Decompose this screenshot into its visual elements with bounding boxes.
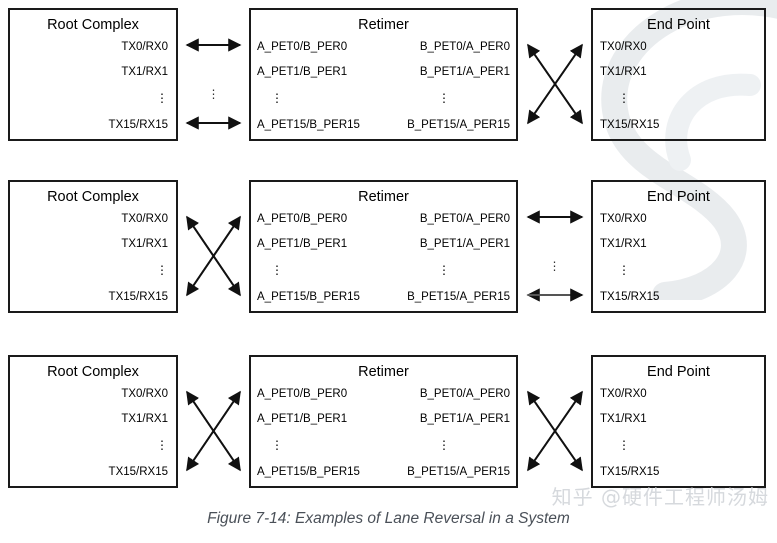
lane-label: TX1/RX1 <box>121 413 168 425</box>
end-point-title: End Point <box>647 189 710 205</box>
lane-label: TX0/RX0 <box>121 388 168 400</box>
end-point-block: End Point TX0/RX0 TX1/RX1 ⋮ TX15/RX15 <box>591 180 766 313</box>
lane-label: TX1/RX1 <box>121 66 168 78</box>
lane-ellipsis: ⋮ <box>271 263 283 277</box>
diagram-example-2: Root Complex TX0/RX0 TX1/RX1 ⋮ TX15/RX15… <box>0 180 777 314</box>
root-complex-block: Root Complex TX0/RX0 TX1/RX1 ⋮ TX15/RX15 <box>8 180 178 313</box>
root-complex-block: Root Complex TX0/RX0 TX1/RX1 ⋮ TX15/RX15 <box>8 8 178 141</box>
lane-label: TX0/RX0 <box>600 213 647 225</box>
retimer-block: Retimer A_PET0/B_PER0 A_PET1/B_PER1 ⋮ A_… <box>249 8 518 141</box>
lane-label: B_PET1/A_PER1 <box>419 238 510 250</box>
end-point-block: End Point TX0/RX0 TX1/RX1 ⋮ TX15/RX15 <box>591 355 766 488</box>
lane-label: A_PET0/B_PER0 <box>257 41 348 53</box>
lane-label: TX1/RX1 <box>600 66 647 78</box>
lane-label: TX0/RX0 <box>600 388 647 400</box>
lane-label: B_PET15/A_PER15 <box>407 466 510 478</box>
lane-label: TX0/RX0 <box>600 41 647 53</box>
lane-ellipsis: ⋮ <box>618 263 630 277</box>
lane-label: A_PET1/B_PER1 <box>257 238 348 250</box>
lane-label: A_PET1/B_PER1 <box>257 66 348 78</box>
end-point-title: End Point <box>647 17 710 33</box>
watermark-attribution: 知乎 @硬件工程师汤姆 <box>551 485 769 509</box>
lane-ellipsis: ⋮ <box>618 91 630 105</box>
lane-label: TX15/RX15 <box>600 119 660 131</box>
lane-label: TX1/RX1 <box>600 413 647 425</box>
link-ellipsis: ⋮ <box>548 259 561 273</box>
lane-label: A_PET1/B_PER1 <box>257 413 348 425</box>
lane-label: B_PET0/A_PER0 <box>419 388 510 400</box>
lane-label: TX1/RX1 <box>121 238 168 250</box>
lane-label: B_PET0/A_PER0 <box>419 213 510 225</box>
end-point-title: End Point <box>647 364 710 380</box>
lane-ellipsis: ⋮ <box>271 91 283 105</box>
lane-label: A_PET0/B_PER0 <box>257 388 348 400</box>
link-root-to-retimer-crossed <box>186 390 241 472</box>
lane-label: A_PET15/B_PER15 <box>257 466 360 478</box>
lane-label: B_PET0/A_PER0 <box>419 41 510 53</box>
lane-label: A_PET15/B_PER15 <box>257 291 360 303</box>
lane-label: B_PET1/A_PER1 <box>419 66 510 78</box>
lane-label: TX0/RX0 <box>121 213 168 225</box>
diagram-example-3: Root Complex TX0/RX0 TX1/RX1 ⋮ TX15/RX15… <box>0 355 777 489</box>
lane-label: TX15/RX15 <box>108 466 168 478</box>
lane-ellipsis: ⋮ <box>618 438 630 452</box>
lane-ellipsis: ⋮ <box>271 438 283 452</box>
end-point-block: End Point TX0/RX0 TX1/RX1 ⋮ TX15/RX15 <box>591 8 766 141</box>
link-retimer-to-endpoint-straight <box>526 210 584 302</box>
lane-label: TX1/RX1 <box>600 238 647 250</box>
figure-caption: Figure 7-14: Examples of Lane Reversal i… <box>207 510 570 527</box>
link-root-to-retimer-straight <box>185 38 242 130</box>
lane-label: B_PET15/A_PER15 <box>407 291 510 303</box>
lane-ellipsis: ⋮ <box>156 263 168 277</box>
lane-label: A_PET0/B_PER0 <box>257 213 348 225</box>
lane-label: TX15/RX15 <box>108 291 168 303</box>
link-retimer-to-endpoint-crossed <box>527 390 583 472</box>
lane-ellipsis: ⋮ <box>438 91 450 105</box>
lane-label: TX15/RX15 <box>600 291 660 303</box>
root-complex-title: Root Complex <box>47 189 139 205</box>
lane-ellipsis: ⋮ <box>156 438 168 452</box>
link-ellipsis: ⋮ <box>207 87 220 101</box>
link-root-to-retimer-crossed <box>186 215 241 297</box>
lane-label: TX15/RX15 <box>600 466 660 478</box>
retimer-title: Retimer <box>358 189 409 205</box>
root-complex-title: Root Complex <box>47 364 139 380</box>
root-complex-block: Root Complex TX0/RX0 TX1/RX1 ⋮ TX15/RX15 <box>8 355 178 488</box>
diagram-example-1: Root Complex TX0/RX0 TX1/RX1 ⋮ TX15/RX15… <box>0 8 777 142</box>
lane-label: B_PET15/A_PER15 <box>407 119 510 131</box>
lane-ellipsis: ⋮ <box>438 263 450 277</box>
link-retimer-to-endpoint-crossed <box>527 43 583 125</box>
lane-ellipsis: ⋮ <box>156 91 168 105</box>
retimer-title: Retimer <box>358 17 409 33</box>
lane-label: B_PET1/A_PER1 <box>419 413 510 425</box>
lane-label: TX15/RX15 <box>108 119 168 131</box>
retimer-block: Retimer A_PET0/B_PER0 A_PET1/B_PER1 ⋮ A_… <box>249 180 518 313</box>
lane-label: TX0/RX0 <box>121 41 168 53</box>
lane-ellipsis: ⋮ <box>438 438 450 452</box>
retimer-title: Retimer <box>358 364 409 380</box>
retimer-block: Retimer A_PET0/B_PER0 A_PET1/B_PER1 ⋮ A_… <box>249 355 518 488</box>
root-complex-title: Root Complex <box>47 17 139 33</box>
lane-label: A_PET15/B_PER15 <box>257 119 360 131</box>
